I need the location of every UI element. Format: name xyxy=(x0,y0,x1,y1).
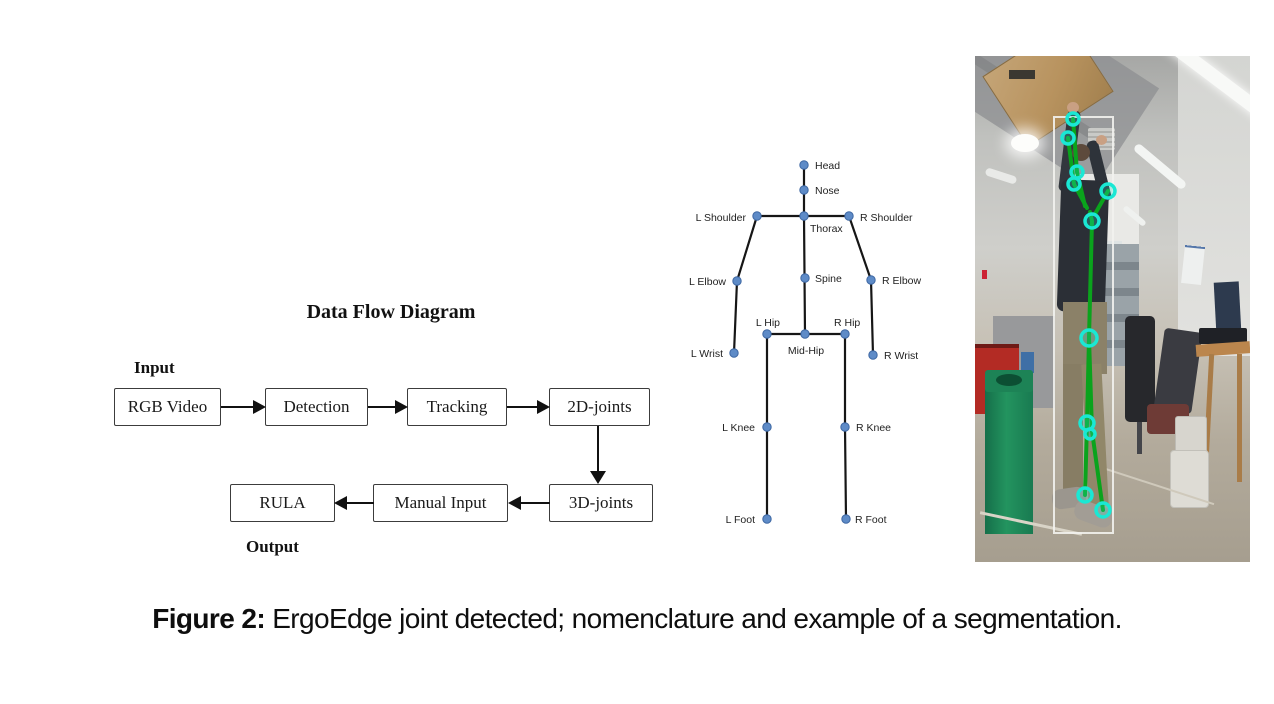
arrow-tracking-to-2d-joints xyxy=(507,399,550,415)
joint-dot-nose xyxy=(799,185,809,195)
joint-dot-l-knee xyxy=(762,422,772,432)
photo-fire-alarm xyxy=(982,270,987,279)
photo-table-leg-2 xyxy=(1237,354,1242,482)
person-hand xyxy=(1067,102,1079,113)
person-bounding-box xyxy=(1053,116,1114,534)
joint-label-l-hip: L Hip xyxy=(756,317,780,329)
joint-label-r-foot: R Foot xyxy=(855,514,887,526)
person-hand-2 xyxy=(1096,135,1107,145)
photo-table-items xyxy=(1199,328,1247,344)
joint-dot-r-elbow xyxy=(866,275,876,285)
flow-output-label: Output xyxy=(246,537,299,556)
pose-overlay xyxy=(1053,111,1117,534)
joint-dot-l-foot xyxy=(762,514,772,524)
joint-dot-r-shoulder xyxy=(844,211,854,221)
photo-blue-bin xyxy=(1021,352,1034,373)
joint-label-l-wrist: L Wrist xyxy=(691,348,723,360)
flow-node-detection: Detection xyxy=(265,388,368,426)
joint-dot-r-foot xyxy=(841,514,851,524)
joint-dot-spine xyxy=(800,273,810,283)
joint-label-r-elbow: R Elbow xyxy=(882,275,922,287)
figure-caption: Figure 2: ErgoEdge joint detected; nomen… xyxy=(0,603,1274,635)
figure-caption-text: ErgoEdge joint detected; nomenclature an… xyxy=(265,603,1122,634)
joint-label-r-shoulder: R Shoulder xyxy=(860,212,913,224)
joint-label-spine: Spine xyxy=(815,273,842,285)
arrow-2d-joints-to-3d-joints xyxy=(590,426,606,484)
joint-dot-mid-hip xyxy=(800,329,810,339)
arrow-rgb-video-to-detection xyxy=(221,399,266,415)
figure-caption-prefix: Figure 2: xyxy=(152,603,266,634)
flow-node-tracking: Tracking xyxy=(407,388,507,426)
joint-dot-l-hip xyxy=(762,329,772,339)
joint-label-r-hip: R Hip xyxy=(834,317,860,329)
photo-light-flare xyxy=(1011,134,1039,152)
arrow-detection-to-tracking xyxy=(368,399,408,415)
photo-box-label xyxy=(1009,70,1035,79)
joint-label-r-knee: R Knee xyxy=(856,422,891,434)
joint-label-l-elbow: L Elbow xyxy=(689,276,726,288)
skeleton-joint-dots xyxy=(729,160,878,524)
flow-diagram-title: Data Flow Diagram xyxy=(306,301,476,323)
photo-chair-post xyxy=(1137,422,1142,454)
skeleton-joint-labels: Head Nose Thorax L Shoulder R Shoulder L… xyxy=(689,160,921,526)
arrow-manual-input-to-rula xyxy=(334,495,374,511)
flow-node-rgb-video: RGB Video xyxy=(114,388,221,426)
photo-green-bin xyxy=(985,374,1033,534)
flow-node-3d-joints: 3D-joints xyxy=(549,484,653,522)
joint-dot-r-wrist xyxy=(868,350,878,360)
joint-label-l-knee: L Knee xyxy=(722,422,755,434)
joint-dot-l-elbow xyxy=(732,276,742,286)
joint-dot-r-hip xyxy=(840,329,850,339)
joint-dot-thorax xyxy=(799,211,809,221)
flow-node-rula: RULA xyxy=(230,484,335,522)
photo-bucket-lower xyxy=(1170,450,1209,508)
flow-input-label: Input xyxy=(134,358,175,377)
joint-dot-head xyxy=(799,160,809,170)
joint-label-r-wrist: R Wrist xyxy=(884,350,918,362)
joint-dot-r-knee xyxy=(840,422,850,432)
joint-label-l-foot: L Foot xyxy=(726,514,755,526)
skeleton-diagram: Head Nose Thorax L Shoulder R Shoulder L… xyxy=(689,160,921,526)
segmentation-photo xyxy=(975,56,1250,562)
flow-node-2d-joints: 2D-joints xyxy=(549,388,650,426)
arrow-3d-joints-to-manual-input xyxy=(508,495,550,511)
photo-green-bin-hole xyxy=(996,374,1022,386)
joint-label-thorax: Thorax xyxy=(810,223,843,235)
skeleton-bones xyxy=(732,163,875,521)
joint-label-head: Head xyxy=(815,160,840,172)
flow-node-manual-input: Manual Input xyxy=(373,484,508,522)
joint-dot-l-shoulder xyxy=(752,211,762,221)
joint-label-nose: Nose xyxy=(815,185,840,197)
pose-joint-markers xyxy=(1060,111,1117,519)
joint-label-l-shoulder: L Shoulder xyxy=(696,212,747,224)
joint-label-mid-hip: Mid-Hip xyxy=(788,345,824,357)
person-pants xyxy=(1063,302,1107,374)
person-left-leg xyxy=(1063,364,1083,496)
joint-dot-l-wrist xyxy=(729,348,739,358)
